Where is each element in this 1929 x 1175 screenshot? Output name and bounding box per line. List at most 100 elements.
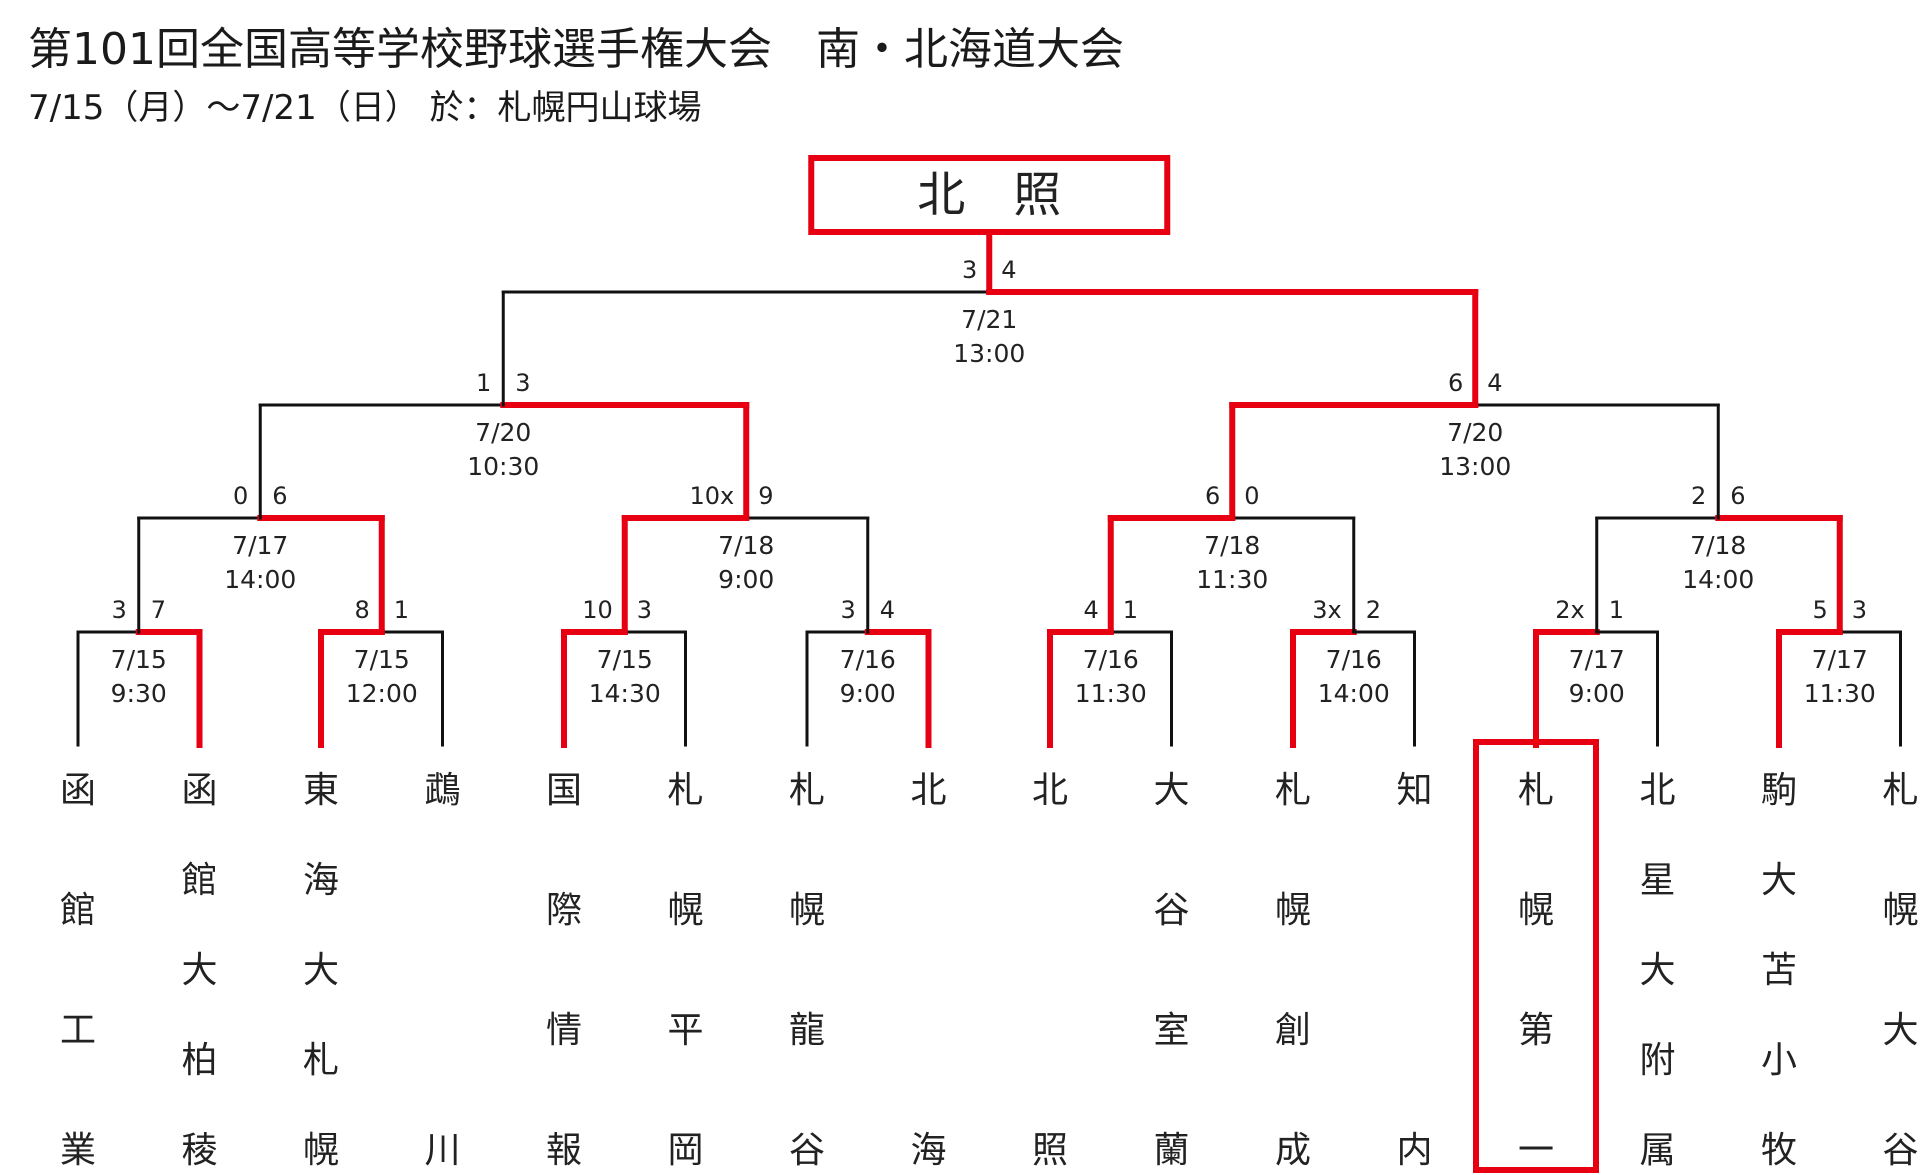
score-right: 3 <box>1852 596 1867 624</box>
champion-name: 北 照 <box>917 167 1061 223</box>
team-name-char: 情 <box>546 1010 582 1051</box>
match-date: 7/20 <box>1447 418 1503 447</box>
team-name-char: 照 <box>1032 1130 1068 1171</box>
score-left: 10 <box>582 596 613 624</box>
score-right: 7 <box>151 596 166 624</box>
team-name-char: 一 <box>1518 1130 1554 1171</box>
team-name-char: 駒 <box>1761 770 1797 811</box>
score-right: 9 <box>758 482 773 510</box>
score-right: 3 <box>637 596 652 624</box>
team-name-char: 谷 <box>1882 1130 1918 1171</box>
team-name-char: 幌 <box>1518 890 1554 931</box>
team-name-char: 北 <box>1639 770 1675 811</box>
match-date: 7/18 <box>1204 531 1260 560</box>
team-name-char: 大 <box>181 950 217 991</box>
team-name-char: 館 <box>60 890 96 931</box>
score-left: 4 <box>1083 596 1098 624</box>
match-time: 10:30 <box>467 452 539 481</box>
team-name-char: 札 <box>667 770 703 811</box>
match-time: 12:00 <box>346 679 418 708</box>
team-name-char: 知 <box>1396 770 1432 811</box>
team-name-char: 業 <box>60 1130 96 1171</box>
match-date: 7/16 <box>840 645 896 674</box>
score-left: 3 <box>111 596 126 624</box>
team-name-char: 幌 <box>303 1130 339 1171</box>
score-right: 1 <box>1609 596 1624 624</box>
team-name-char: 大 <box>303 950 339 991</box>
team-name-char: 工 <box>60 1010 96 1051</box>
team-name-char: 海 <box>303 860 339 901</box>
team-name-char: 際 <box>546 890 582 931</box>
team-name-char: 室 <box>1153 1010 1189 1051</box>
match-time: 9:30 <box>111 679 167 708</box>
team-name-char: 札 <box>1882 770 1918 811</box>
team-name-char: 函 <box>60 770 96 811</box>
match-time: 9:00 <box>718 565 774 594</box>
match-time: 14:00 <box>1682 565 1754 594</box>
match-time: 11:30 <box>1075 679 1147 708</box>
team-name-char: 谷 <box>1153 890 1189 931</box>
team-name-char: 北 <box>1032 770 1068 811</box>
team-name-char: 札 <box>789 770 825 811</box>
score-left: 3 <box>840 596 855 624</box>
score-left: 5 <box>1812 596 1827 624</box>
score-right: 1 <box>1123 596 1138 624</box>
team-name-char: 谷 <box>789 1130 825 1171</box>
match-date: 7/18 <box>718 531 774 560</box>
team-name-char: 海 <box>910 1130 946 1171</box>
score-right: 4 <box>1001 256 1016 284</box>
score-left: 1 <box>476 369 491 397</box>
team-name-char: 大 <box>1761 860 1797 901</box>
match-date: 7/21 <box>961 305 1017 334</box>
team-name-char: 属 <box>1639 1130 1675 1171</box>
match-date: 7/15 <box>354 645 410 674</box>
score-left: 6 <box>1448 369 1463 397</box>
score-right: 3 <box>515 369 530 397</box>
team-name-char: 函 <box>181 770 217 811</box>
team-name-char: 内 <box>1396 1130 1432 1171</box>
team-name-char: 附 <box>1639 1040 1675 1081</box>
team-name-char: 岡 <box>667 1130 703 1171</box>
match-date: 7/15 <box>597 645 653 674</box>
team-name-char: 川 <box>424 1130 460 1171</box>
score-right: 6 <box>272 482 287 510</box>
score-right: 4 <box>1487 369 1502 397</box>
team-name-char: 小 <box>1761 1040 1797 1081</box>
score-right: 4 <box>880 596 895 624</box>
match-time: 14:00 <box>1318 679 1390 708</box>
champion-box <box>808 155 1171 235</box>
team-name-char: 大 <box>1882 1010 1918 1051</box>
score-left: 10x <box>690 482 735 510</box>
team-name-char: 蘭 <box>1153 1130 1189 1171</box>
page-title: 第101回全国高等学校野球選手権大会 南・北海道大会 <box>28 24 1124 75</box>
team-name-char: 平 <box>667 1010 703 1051</box>
team-name-char: 札 <box>1275 770 1311 811</box>
score-right: 2 <box>1366 596 1381 624</box>
score-left: 0 <box>233 482 248 510</box>
score-right: 1 <box>394 596 409 624</box>
team-name-char: 稜 <box>181 1130 217 1171</box>
match-time: 9:00 <box>1569 679 1625 708</box>
score-left: 3 <box>962 256 977 284</box>
match-time: 11:30 <box>1196 565 1268 594</box>
team-name-char: 牧 <box>1761 1130 1797 1171</box>
team-name-char: 創 <box>1275 1010 1311 1051</box>
match-date: 7/16 <box>1326 645 1382 674</box>
match-date: 7/17 <box>1812 645 1868 674</box>
match-date: 7/16 <box>1083 645 1139 674</box>
team-name-char: 館 <box>181 860 217 901</box>
team-name-char: 柏 <box>181 1040 217 1081</box>
match-date: 7/15 <box>111 645 167 674</box>
match-time: 13:00 <box>1439 452 1511 481</box>
team-name-char: 国 <box>546 770 582 811</box>
score-left: 6 <box>1205 482 1220 510</box>
match-date: 7/17 <box>1569 645 1625 674</box>
match-time: 11:30 <box>1804 679 1876 708</box>
score-left: 2 <box>1691 482 1706 510</box>
team-name-char: 苫 <box>1761 950 1797 991</box>
team-name-char: 幌 <box>789 890 825 931</box>
team-name-char: 鵡 <box>424 770 460 811</box>
score-right: 6 <box>1730 482 1745 510</box>
team-name-char: 幌 <box>1882 890 1918 931</box>
